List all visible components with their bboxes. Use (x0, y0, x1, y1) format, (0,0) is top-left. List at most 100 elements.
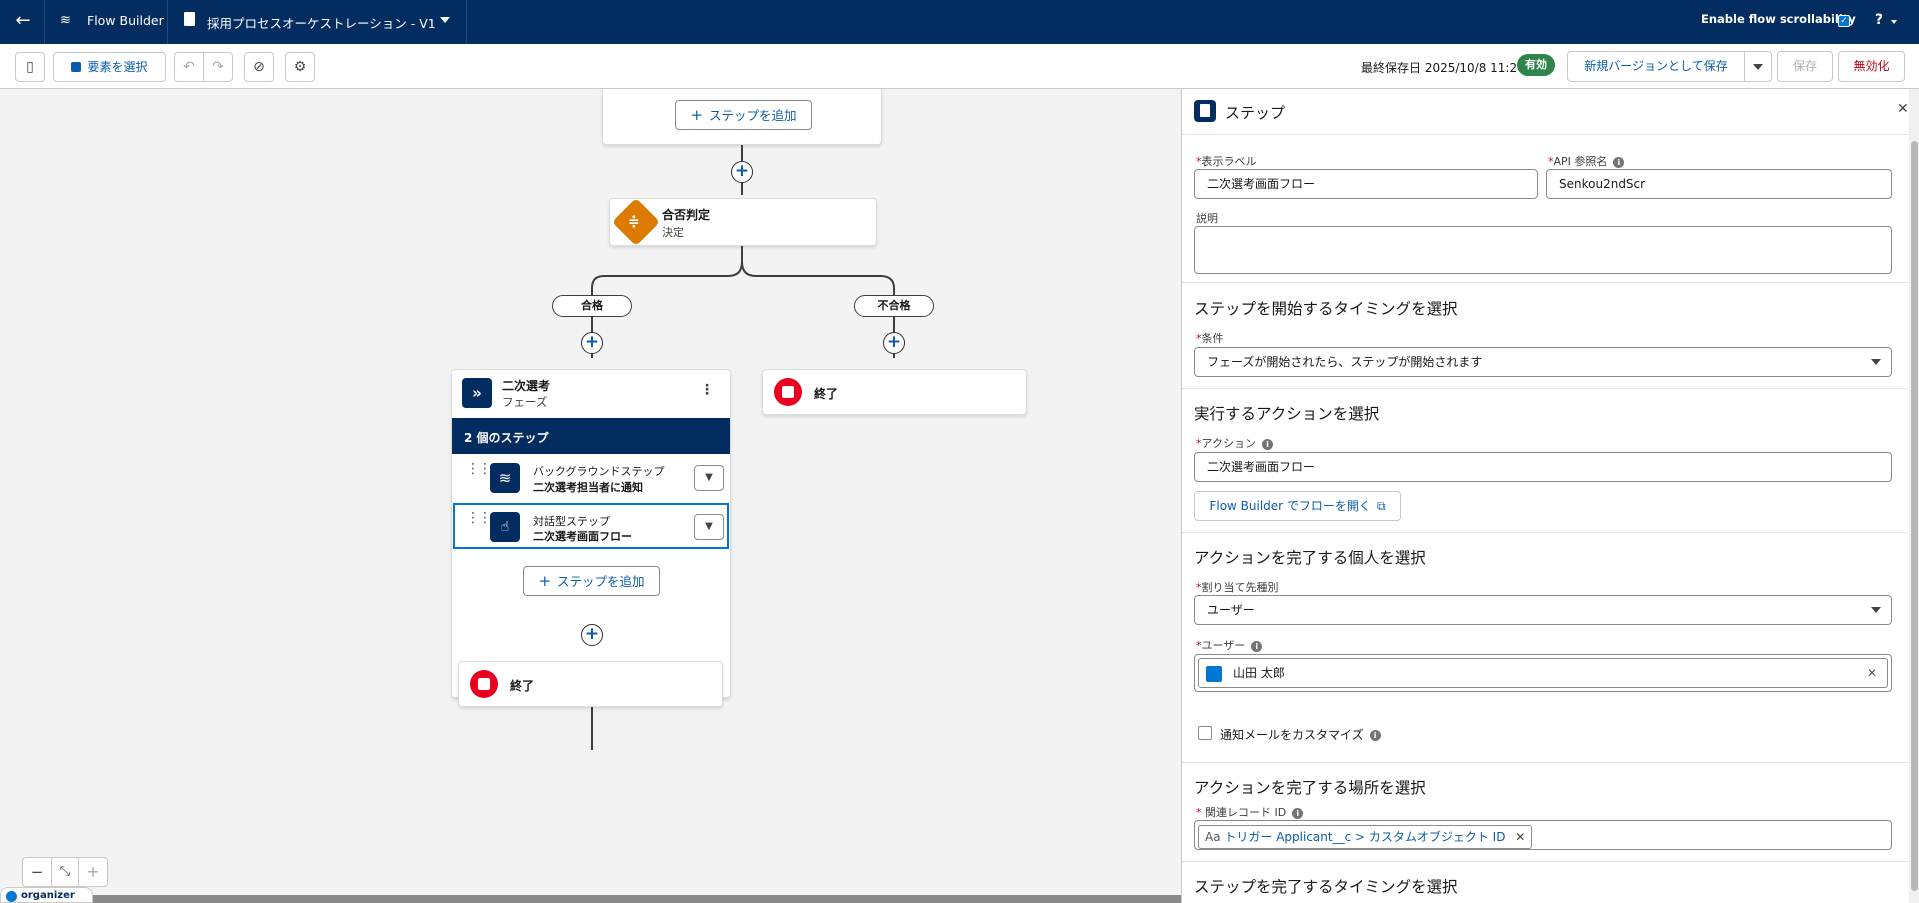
display-label-input[interactable]: 二次選考画面フロー (1194, 169, 1538, 199)
completion-heading: ステップを完了するタイミングを選択 (1194, 878, 1458, 896)
info-icon: i (1292, 807, 1304, 819)
document-icon (184, 12, 195, 26)
more-options-icon[interactable]: ⋮ (700, 382, 714, 398)
branch-connectors (591, 246, 895, 304)
user-pill: 山田 太郎 ✕ (1198, 658, 1888, 688)
undo-icon[interactable]: ↶ (174, 52, 204, 82)
scroll-checkbox[interactable]: ✓ (1838, 15, 1850, 27)
stage-node[interactable]: » 二次選考 フェーズ ⋮ 2 個のステップ ⋮⋮ ≋ バックグラウンドステップ… (451, 369, 731, 698)
save-button[interactable]: 保存 (1777, 51, 1833, 82)
organizer-tab[interactable]: organizer (0, 887, 93, 903)
header-divider (44, 0, 45, 44)
info-icon: i (1251, 640, 1263, 652)
user-lookup[interactable]: 山田 太郎 ✕ (1194, 654, 1892, 692)
divider (1182, 388, 1909, 389)
assign-type-select[interactable]: ユーザー (1194, 595, 1892, 625)
end-label: 終了 (814, 387, 839, 401)
add-element-plus-icon[interactable]: + (731, 161, 753, 183)
end-node[interactable]: 終了 (762, 369, 1027, 415)
plus-icon: + (538, 572, 552, 590)
toggle-panel-icon[interactable]: ▯ (15, 52, 45, 82)
divider (1182, 134, 1912, 135)
chevron-down-icon (1753, 64, 1763, 70)
settings-gear-icon[interactable]: ⚙ (285, 52, 315, 82)
decision-glyph-icon: ≑ (628, 214, 640, 230)
step-actions-dropdown[interactable]: ▼ (694, 514, 724, 540)
last-saved-text: 最終保存日 2025/10/8 11:26 (1361, 61, 1525, 75)
select-elements-button[interactable]: 要素を選択 (53, 52, 166, 82)
step-actions-dropdown[interactable]: ▼ (694, 465, 724, 491)
drag-handle-icon[interactable]: ⋮⋮ (466, 461, 492, 477)
end-node[interactable]: 終了 (458, 661, 723, 707)
customize-email-checkbox[interactable] (1198, 726, 1212, 740)
chevron-down-icon[interactable] (440, 17, 450, 23)
zoom-out-icon[interactable]: − (30, 863, 44, 881)
step-row-selected[interactable]: ⋮⋮ ☝ 対話型ステップ 二次選考画面フロー ▼ (453, 503, 729, 549)
status-badge: 有効 (1517, 54, 1555, 76)
flow-canvas[interactable]: +ステップを追加 + ≑ 合否判定 決定 合格 不合格 + + » 二次選考 フ… (0, 89, 1181, 903)
related-record-input[interactable]: Aa トリガー Applicant__c > カスタムオブジェクト ID ✕ (1194, 820, 1892, 850)
branch-label-fail[interactable]: 不合格 (854, 295, 934, 317)
divider (1182, 532, 1909, 533)
step-name: 二次選考画面フロー (533, 530, 632, 543)
flow-title[interactable]: 採用プロセスオーケストレーション - V1 (207, 16, 436, 31)
horizontal-scrollbar[interactable] (0, 895, 1181, 903)
step-row[interactable]: ⋮⋮ ≋ バックグラウンドステップ 二次選考担当者に通知 ▼ (453, 454, 729, 502)
open-flow-button[interactable]: Flow Builder でフローを開く⧉ (1194, 491, 1401, 521)
add-step-button[interactable]: +ステップを追加 (523, 566, 660, 596)
decision-title: 合否判定 (662, 208, 711, 222)
stop-icon (470, 670, 498, 698)
zoom-fit-icon[interactable]: ⤡ (51, 858, 79, 886)
decision-node[interactable]: ≑ 合否判定 決定 (609, 197, 877, 247)
organizer-logo-icon (6, 891, 17, 902)
zoom-in-icon[interactable]: + (86, 862, 100, 881)
divider (1182, 861, 1909, 862)
header-divider (167, 0, 168, 44)
back-arrow-icon[interactable]: ← (15, 10, 31, 31)
help-icon[interactable]: ? (1875, 12, 1884, 28)
condition-select[interactable]: フェーズが開始されたら、ステップが開始されます (1194, 347, 1892, 377)
action-heading: 実行するアクションを選択 (1194, 405, 1380, 423)
save-options-dropdown[interactable] (1744, 51, 1772, 82)
header-divider (466, 0, 467, 44)
debug-icon[interactable]: ⊘ (244, 52, 274, 82)
stage-type: フェーズ (502, 395, 548, 409)
add-element-plus-icon[interactable]: + (883, 332, 905, 354)
info-icon: i (1261, 438, 1273, 450)
redo-icon[interactable]: ↷ (203, 52, 233, 82)
step-type: 対話型ステップ (533, 515, 610, 528)
connector-line (591, 698, 593, 750)
decision-type: 決定 (662, 226, 684, 239)
external-link-icon: ⧉ (1376, 499, 1386, 513)
save-new-version-button[interactable]: 新規バージョンとして保存 (1567, 51, 1745, 82)
remove-icon[interactable]: ✕ (1515, 830, 1526, 844)
select-elements-label: 要素を選択 (87, 60, 148, 74)
drag-handle-icon[interactable]: ⋮⋮ (466, 510, 492, 526)
organizer-label: organizer (21, 890, 75, 901)
chevron-down-icon (1871, 359, 1881, 365)
api-name-input[interactable]: Senkou2ndScr (1546, 169, 1892, 199)
action-input[interactable]: 二次選考画面フロー (1194, 452, 1892, 482)
branch-label-pass[interactable]: 合格 (552, 295, 632, 317)
description-textarea[interactable] (1194, 226, 1892, 274)
clear-icon[interactable]: ✕ (1866, 666, 1877, 680)
select-icon (71, 62, 82, 72)
scrollbar-thumb[interactable] (1911, 141, 1918, 891)
info-icon: i (1613, 156, 1625, 168)
end-label: 終了 (510, 679, 535, 693)
stop-icon (774, 378, 802, 406)
deactivate-button[interactable]: 無効化 (1838, 51, 1905, 82)
info-icon: i (1369, 730, 1381, 741)
add-element-plus-icon[interactable]: + (581, 624, 603, 646)
add-element-plus-icon[interactable]: + (581, 332, 603, 354)
plus-icon: + (690, 106, 704, 124)
step-type: バックグラウンドステップ (533, 465, 665, 478)
chevron-down-icon[interactable] (1891, 20, 1897, 24)
add-step-button[interactable]: +ステップを追加 (675, 100, 812, 130)
description-label: 説明 (1196, 212, 1218, 225)
close-icon[interactable]: ✕ (1897, 101, 1909, 117)
